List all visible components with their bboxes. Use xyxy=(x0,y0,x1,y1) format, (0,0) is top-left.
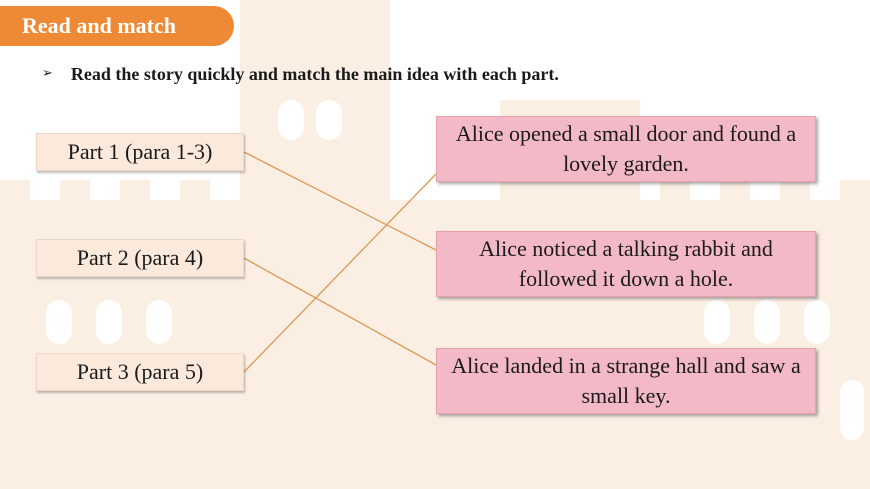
match-line-part1 xyxy=(243,151,437,251)
idea-text-key: Alice landed in a strange hall and saw a… xyxy=(451,353,801,408)
instruction: ➢ Read the story quickly and match the m… xyxy=(42,62,559,86)
part-3-box[interactable]: Part 3 (para 5) xyxy=(36,353,244,391)
match-line-part2 xyxy=(243,257,437,366)
idea-text-rabbit: Alice noticed a talking rabbit and follo… xyxy=(479,236,773,291)
match-line-part3 xyxy=(243,173,437,373)
part-2-box[interactable]: Part 2 (para 4) xyxy=(36,239,244,277)
idea-box-key[interactable]: Alice landed in a strange hall and saw a… xyxy=(436,348,816,414)
arrow-bullet-icon: ➢ xyxy=(42,66,53,81)
idea-box-rabbit[interactable]: Alice noticed a talking rabbit and follo… xyxy=(436,231,816,297)
part-1-box[interactable]: Part 1 (para 1-3) xyxy=(36,133,244,171)
instruction-text: Read the story quickly and match the mai… xyxy=(70,64,559,84)
idea-box-garden[interactable]: Alice opened a small door and found a lo… xyxy=(436,116,816,182)
section-title-tab: Read and match xyxy=(0,6,234,46)
idea-text-garden: Alice opened a small door and found a lo… xyxy=(455,121,797,176)
